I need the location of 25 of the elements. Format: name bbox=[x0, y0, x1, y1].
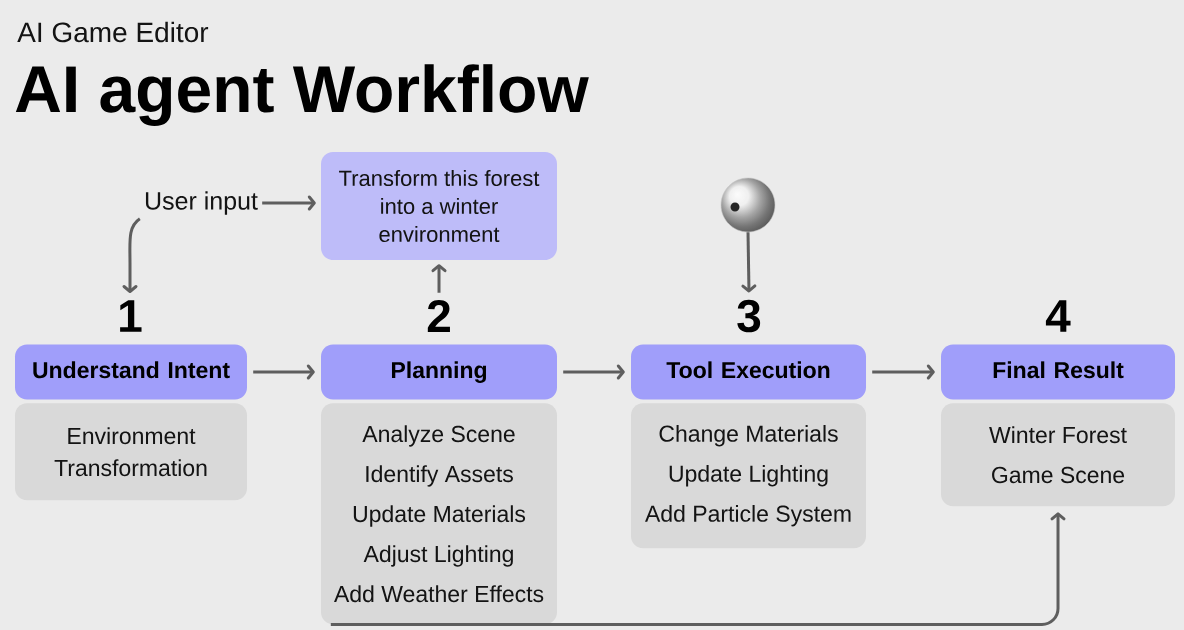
step-number: 3 bbox=[737, 299, 761, 333]
sphere bbox=[720, 177, 776, 233]
arrow bbox=[330, 512, 1066, 626]
step-header: Understand Intent bbox=[15, 344, 247, 400]
arrow bbox=[262, 195, 316, 211]
step-box: Environment Transformation bbox=[15, 403, 247, 501]
step-number: 1 bbox=[120, 300, 142, 332]
title: AI agent Workflow bbox=[15, 64, 589, 126]
step-number: 2 bbox=[427, 299, 450, 333]
step-header: Final Result bbox=[941, 344, 1175, 400]
arrow bbox=[122, 217, 141, 293]
step-header: Planning bbox=[321, 344, 557, 400]
step-number: 4 bbox=[1045, 300, 1071, 332]
input-label: User input bbox=[145, 191, 258, 215]
arrow bbox=[741, 232, 757, 293]
arrow bbox=[563, 364, 625, 380]
step-box: Winter Forest Game Scene bbox=[941, 403, 1175, 507]
prompt-box: Transform this forest into a winter environment bbox=[321, 152, 557, 260]
subtitle: AI Game Editor bbox=[17, 21, 209, 43]
step-box: Analyze Scene Identify Assets Update Materials Adjust Lighting Add Weather Effects bbox=[321, 403, 557, 625]
arrow bbox=[431, 264, 447, 293]
arrow bbox=[253, 364, 315, 380]
step-header: Tool Execution bbox=[631, 344, 866, 400]
arrow bbox=[872, 364, 935, 380]
step-box: Change Materials Update Lighting Add Particle System bbox=[631, 403, 866, 549]
